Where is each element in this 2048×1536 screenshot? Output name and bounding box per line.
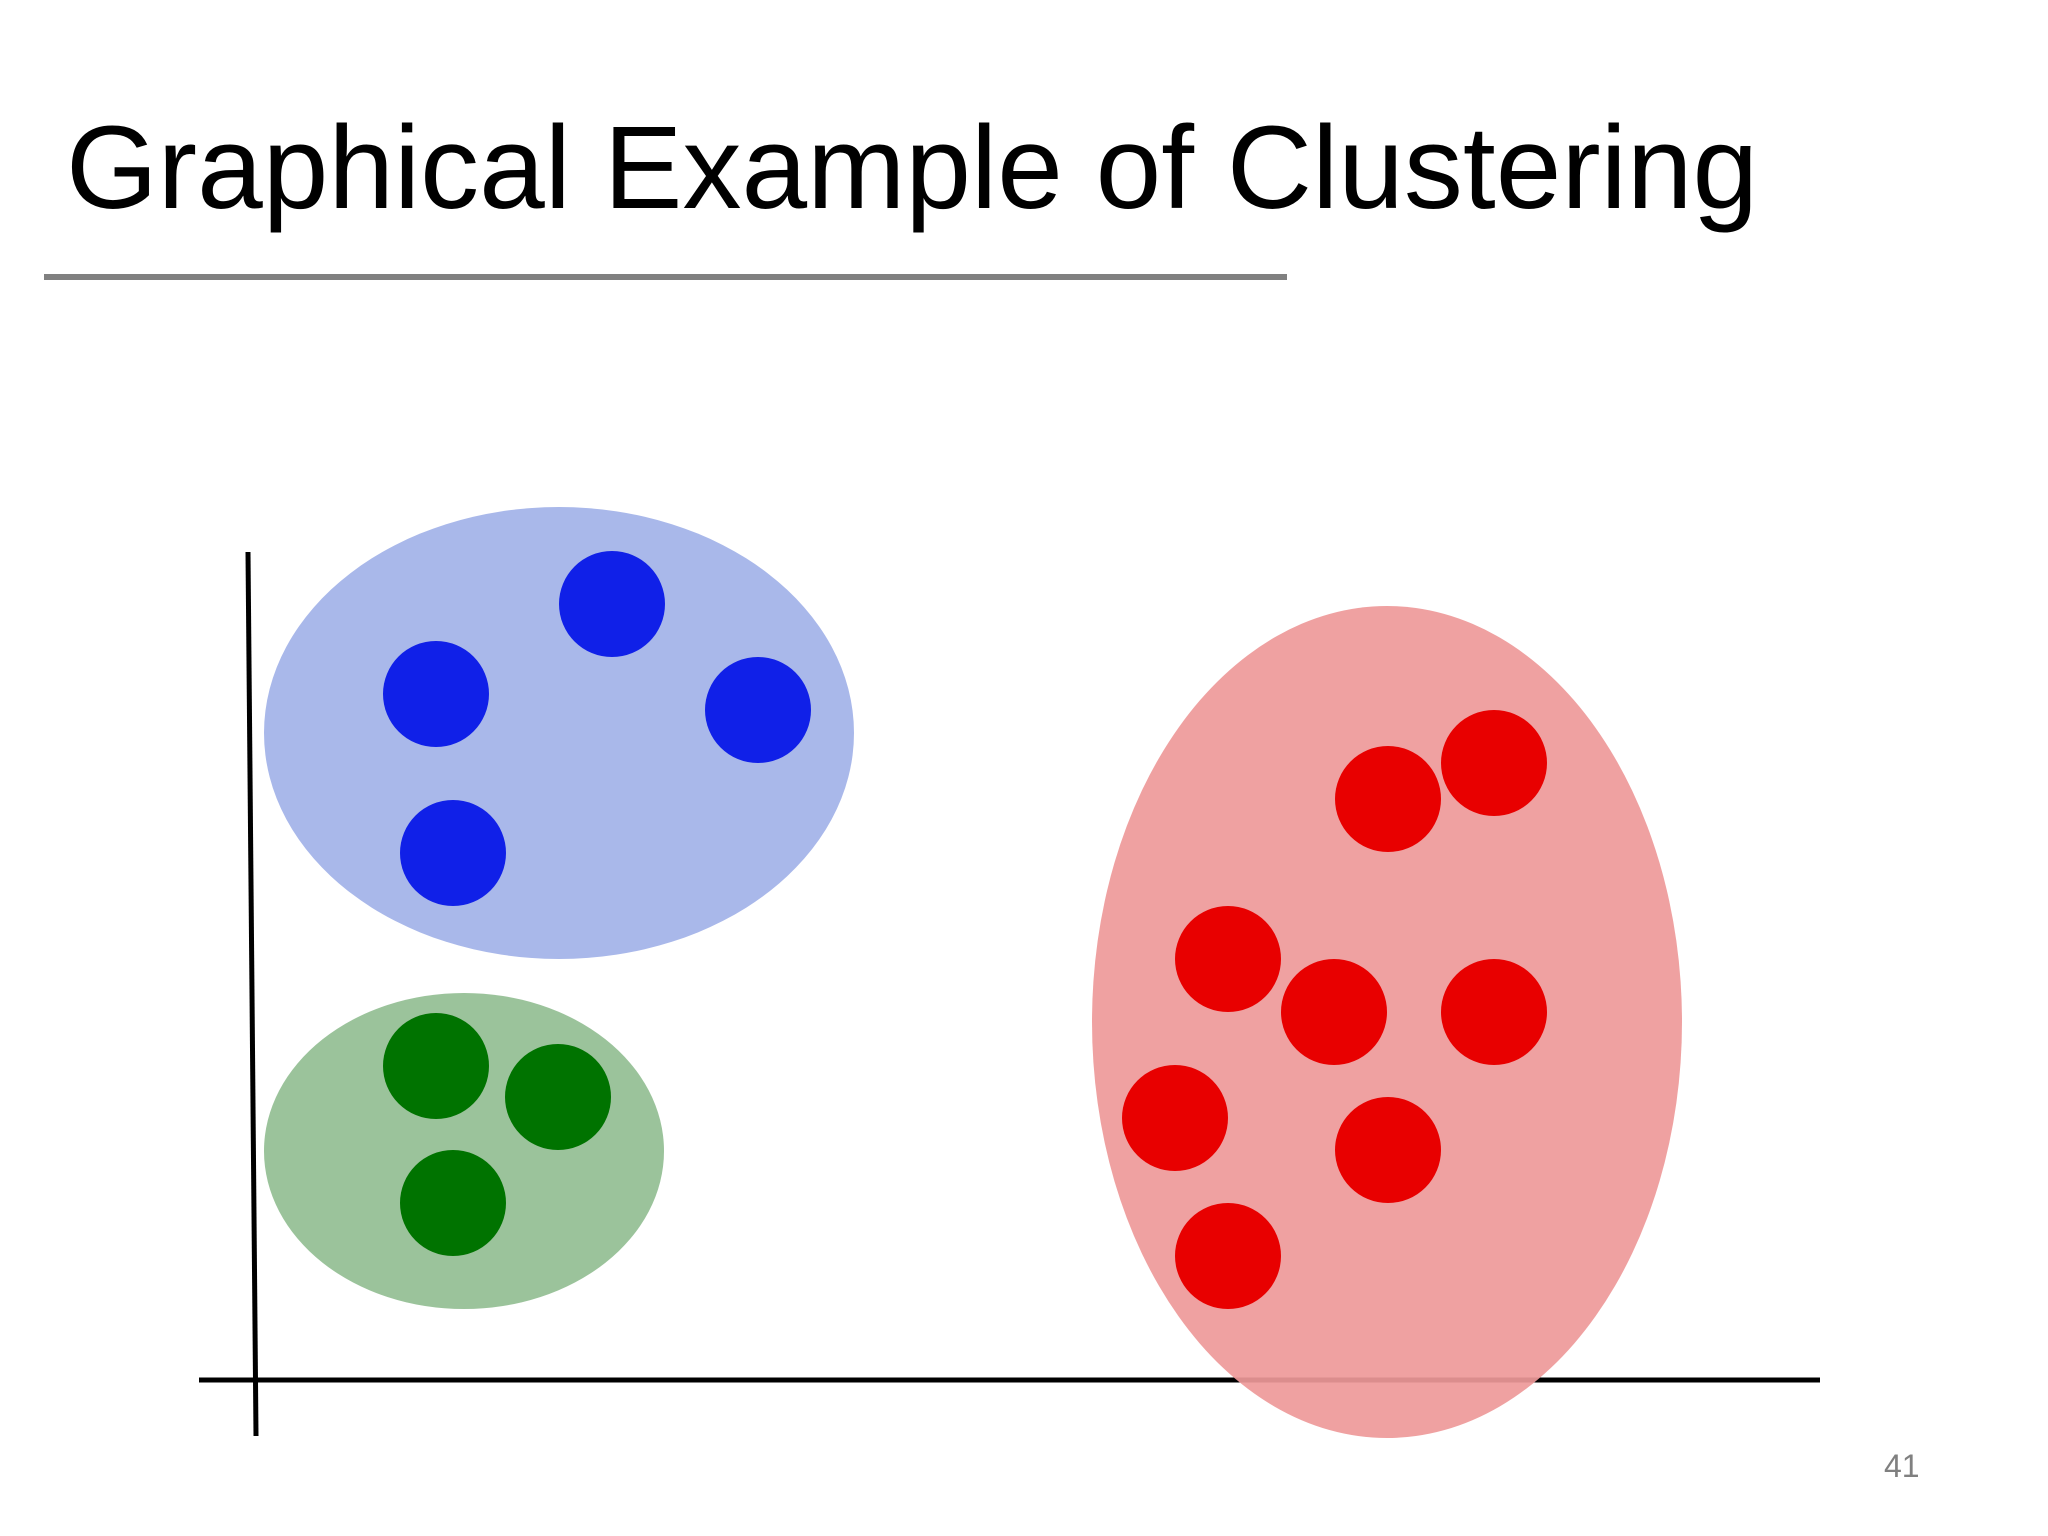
page-number: 41 <box>1884 1448 1920 1484</box>
blue-point <box>383 641 489 747</box>
red-point <box>1335 1097 1441 1203</box>
blue-point <box>559 551 665 657</box>
red-point <box>1175 1203 1281 1309</box>
red-point <box>1441 710 1547 816</box>
y-axis <box>245 551 259 1437</box>
red-point <box>1122 1065 1228 1171</box>
slide-title: Graphical Example of Clustering <box>66 102 1759 234</box>
red-cluster-points <box>1122 710 1547 1309</box>
red-point <box>1335 746 1441 852</box>
green-point <box>505 1044 611 1150</box>
red-point <box>1281 959 1387 1065</box>
red-cluster-region <box>1092 606 1682 1438</box>
green-point <box>400 1150 506 1256</box>
title-divider <box>44 274 1287 280</box>
blue-cluster-points <box>383 551 811 906</box>
red-point <box>1175 906 1281 1012</box>
green-point <box>383 1013 489 1119</box>
green-cluster-points <box>383 1013 611 1256</box>
red-point <box>1441 959 1547 1065</box>
blue-point <box>705 657 811 763</box>
blue-point <box>400 800 506 906</box>
